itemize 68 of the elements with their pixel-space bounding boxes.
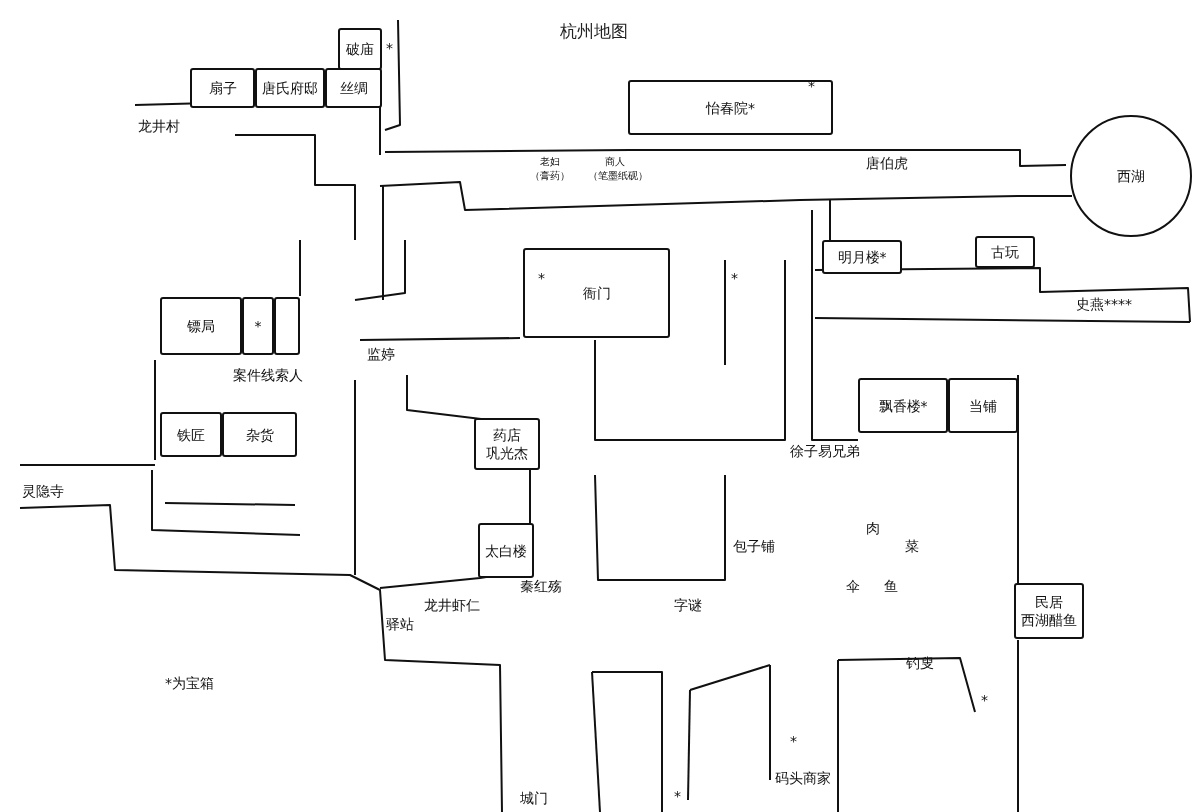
place-name: 破庙 xyxy=(346,40,374,58)
place-name: 民居 xyxy=(1035,593,1063,611)
map-label: * xyxy=(731,270,738,287)
map-label: * xyxy=(538,270,545,287)
map-label: 监婷 xyxy=(367,346,395,363)
building-box xyxy=(242,297,274,355)
place-name: 杂货 xyxy=(245,425,274,444)
building-box xyxy=(478,523,534,578)
map-title: 杭州地图 xyxy=(560,20,628,43)
place-name: 西湖 xyxy=(1117,167,1145,185)
place-name: 唐氏府邸 xyxy=(262,79,318,97)
place-name: 明月楼* xyxy=(837,248,887,266)
building-box xyxy=(160,412,222,457)
place-name: 巩光杰 xyxy=(486,444,528,462)
map-label: * xyxy=(674,788,681,805)
place-name: * xyxy=(254,317,262,335)
building-box xyxy=(858,378,948,433)
place-name: 飘香楼* xyxy=(878,396,928,415)
place-name: 太白楼 xyxy=(485,541,527,560)
place-name: 衙门 xyxy=(582,284,611,302)
map-label: * xyxy=(981,692,988,709)
map-label: 史燕**** xyxy=(1076,296,1132,313)
building-box xyxy=(222,412,297,457)
place-name: 镖局 xyxy=(187,317,215,335)
place-name: 铁匠 xyxy=(177,425,205,444)
building-box xyxy=(160,297,242,355)
map-label: 字谜 xyxy=(674,597,702,614)
map-label: 案件线索人 xyxy=(233,367,303,384)
place-name: 古玩 xyxy=(991,243,1019,261)
map-label: 老妇 xyxy=(540,156,560,168)
map-label: 伞 xyxy=(846,578,860,595)
map-label: 肉 xyxy=(866,520,880,537)
map-label: 秦红殇 xyxy=(520,578,562,595)
building-box xyxy=(975,236,1035,268)
map-label: （膏药） xyxy=(530,170,570,182)
map-label: 龙井村 xyxy=(138,118,180,135)
map-label: 唐伯虎 xyxy=(866,155,908,172)
place-name: 药店 xyxy=(493,426,521,444)
building-box xyxy=(628,80,833,135)
map-label: 龙井虾仁 xyxy=(424,597,480,614)
map-label: 灵隐寺 xyxy=(22,483,64,500)
map-label: *为宝箱 xyxy=(165,675,214,692)
building-box xyxy=(338,28,382,70)
map-label: 驿站 xyxy=(386,616,414,633)
map-label: （笔墨纸砚） xyxy=(588,170,648,182)
building-box xyxy=(255,68,325,108)
map-label: * xyxy=(386,40,393,57)
place-name: 怡春院* xyxy=(706,98,755,117)
building-box xyxy=(523,248,670,338)
map-label: 鱼 xyxy=(884,578,898,595)
place-name: 当铺 xyxy=(969,396,997,415)
map-label: 包子铺 xyxy=(733,538,775,555)
place-name: 扇子 xyxy=(208,79,237,97)
map-label: 徐子易兄弟 xyxy=(790,443,860,460)
building-box xyxy=(1014,583,1084,639)
place-name: 丝绸 xyxy=(339,79,368,97)
building-box xyxy=(190,68,255,108)
building-box xyxy=(822,240,902,274)
map-label: 商人 xyxy=(605,156,625,168)
map-label: 码头商家 xyxy=(775,770,831,787)
building-box xyxy=(325,68,382,108)
place-name: 西湖醋鱼 xyxy=(1021,611,1077,629)
map-label: * xyxy=(790,733,797,750)
empty-building-box xyxy=(274,297,300,355)
building-box xyxy=(948,378,1018,433)
map-label: 城门 xyxy=(520,790,548,807)
map-label: 菜 xyxy=(905,538,919,555)
building-box xyxy=(474,418,540,470)
